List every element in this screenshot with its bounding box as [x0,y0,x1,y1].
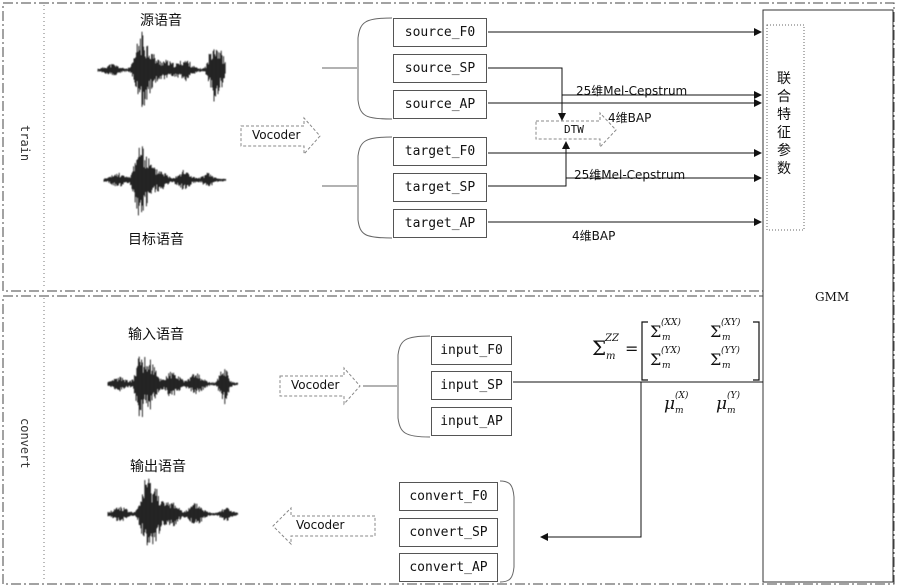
sigma-xx-sup: (XX) [661,318,681,328]
equals-sign: = [625,339,639,358]
matrix-left-bracket [641,321,648,381]
source-ap-box: source_AP [393,90,487,119]
train-vocoder-label: Vocoder [252,128,301,142]
convert-f0-box: convert_F0 [399,482,498,511]
source-speech-title: 源语音 [140,13,182,29]
target-sp-line [488,141,570,187]
sigma-xx-symbol: Σ [650,322,662,341]
input-f0-box: input_F0 [431,336,512,365]
mu-x-sup: (X) [675,391,689,401]
sigma-xy: Σ(XY) m [710,318,740,343]
dtw-label: DTW [564,123,584,136]
target-waveform [103,146,227,216]
sigma-xx-sub: m [662,333,671,343]
source-brace [322,17,393,120]
sigma-yy-symbol: Σ [710,350,722,369]
sigma-xy-sub: m [722,333,731,343]
sigma-yx-symbol: Σ [650,350,662,369]
input-sp-box: input_SP [431,371,512,400]
sigma-yx: Σ(YX) m [650,346,680,371]
target-sp-box: target_SP [393,173,487,202]
input-brace [363,335,431,438]
input-ap-box: input_AP [431,407,512,436]
sigma-xy-sup: (XY) [721,318,741,328]
gmm-box [762,9,894,583]
gmm-to-convert-line [540,382,642,541]
sigma-zz-symbol: Σ [592,336,607,360]
mu-y-symbol: μ [716,394,728,414]
sigma-yy: Σ(YY) m [710,346,740,371]
mu-x: μ(X) m [664,391,688,416]
target-sp-feature-label: 25维Mel-Cepstrum [574,168,686,182]
output-speech-title: 输出语音 [130,459,186,475]
dtw-arrow [535,111,617,149]
gmm-label: GMM [815,290,850,304]
source-sp-box: source_SP [393,54,487,83]
source-waveform [97,31,226,107]
sigma-yy-sup: (YY) [721,346,740,356]
source-sp-line [488,67,566,121]
joint-feature-label: 联合特征参数 [777,71,791,177]
joint-feature-box [766,24,805,231]
matrix-right-bracket [753,321,760,381]
sigma-yy-sub: m [722,361,731,371]
convert-output-vocoder-arrow [272,506,376,546]
target-speech-title: 目标语音 [128,232,184,248]
convert-sp-box: convert_SP [399,518,498,547]
mu-y-sup: (Y) [727,391,740,401]
train-section-frame [2,2,895,292]
convert-input-vocoder-label: Vocoder [291,378,340,392]
convert-brace [499,480,515,583]
sigma-zz-sub: m [606,351,616,362]
source-sp-feature-label: 25维Mel-Cepstrum [576,84,688,98]
mu-x-symbol: μ [664,394,676,414]
input-speech-title: 输入语音 [128,327,184,343]
convert-output-vocoder-label: Vocoder [296,518,345,532]
sigma-zz-sup: ZZ [605,333,619,344]
source-ap-feature-label: 4维BAP [608,111,652,125]
mu-x-sub: m [675,406,684,416]
mu-y: μ(Y) m [716,391,740,416]
target-ap-feature-label: 4维BAP [572,229,616,243]
output-waveform [107,478,239,546]
source-f0-box: source_F0 [393,18,487,47]
convert-section-frame [2,295,895,585]
sigma-yx-sub: m [662,361,671,371]
sigma-yx-sup: (YX) [661,346,681,356]
convert-input-vocoder-arrow [279,366,361,406]
train-section-label: train [18,125,32,162]
target-f0-box: target_F0 [393,137,487,166]
convert-section-label: convert [18,418,32,469]
mu-y-sub: m [727,406,736,416]
target-brace [322,136,393,239]
sigma-xy-symbol: Σ [710,322,722,341]
sigma-xx: Σ(XX) m [650,318,681,343]
convert-ap-box: convert_AP [399,553,498,582]
input-waveform [107,356,239,417]
target-ap-box: target_AP [393,209,487,238]
train-vocoder-arrow [240,116,321,156]
